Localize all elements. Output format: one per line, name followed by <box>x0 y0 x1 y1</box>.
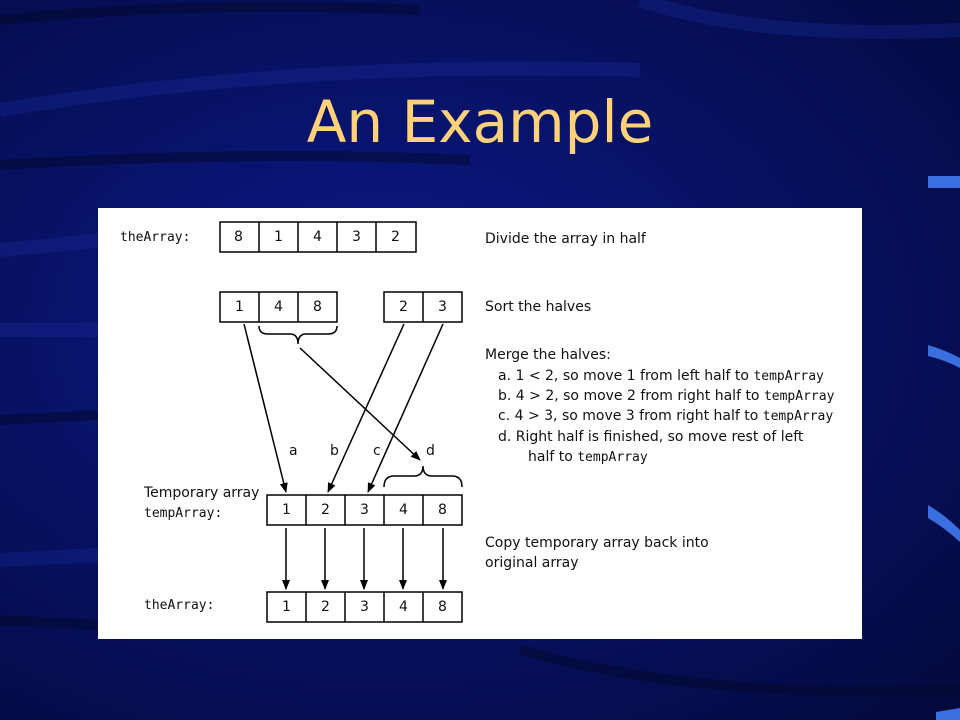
left-half-cell: 1 <box>235 299 244 315</box>
step-merge-c-text: c. 4 > 3, so move 3 from right half to <box>498 408 763 424</box>
diagram-graphics <box>219 221 463 623</box>
move-label-d: d <box>426 443 435 459</box>
left-half-cell: 4 <box>274 299 283 315</box>
step-merge-c: c. 4 > 3, so move 3 from right half to t… <box>498 408 833 424</box>
move-arrow-d <box>299 347 421 461</box>
temp-array-label: Temporary array <box>144 485 260 501</box>
step-merge-a-text: a. 1 < 2, so move 1 from left half to <box>498 368 754 384</box>
step-divide: Divide the array in half <box>485 231 646 247</box>
temp-cell: 8 <box>438 502 447 518</box>
move-arrow-b <box>327 323 405 493</box>
move-arrow-c <box>367 323 444 493</box>
left-rest-brace <box>258 325 338 345</box>
final-cell: 3 <box>360 599 369 615</box>
left-half-cell: 8 <box>313 299 322 315</box>
step-merge-b: b. 4 > 2, so move 2 from right half to t… <box>498 388 834 404</box>
move-label-c: c <box>373 443 381 459</box>
step-merge-d-line1: d. Right half is finished, so move rest … <box>498 429 804 445</box>
right-half-cell: 3 <box>438 299 447 315</box>
merge-sort-diagram: theArray: 8 1 4 3 2 1 4 8 2 3 a b c d Te… <box>98 208 862 639</box>
final-array-cells <box>266 591 463 623</box>
initial-cell: 4 <box>313 229 322 245</box>
move-label-a: a <box>289 443 298 459</box>
move-label-b: b <box>330 443 339 459</box>
step-merge-heading: Merge the halves: <box>485 347 611 363</box>
slide-title: An Example <box>306 88 654 156</box>
initial-cell: 8 <box>234 229 243 245</box>
step-copy-line1: Copy temporary array back into <box>485 535 709 551</box>
step-merge-a: a. 1 < 2, so move 1 from left half to te… <box>498 368 824 384</box>
initial-cell: 3 <box>352 229 361 245</box>
final-cell: 1 <box>282 599 291 615</box>
right-half-cells <box>383 291 463 323</box>
right-edge-accent-marks <box>928 176 960 720</box>
temp-array-cells <box>266 494 463 526</box>
final-cell: 4 <box>399 599 408 615</box>
temp-rest-brace <box>383 465 463 488</box>
final-cell: 8 <box>438 599 447 615</box>
step-merge-c-code: tempArray <box>762 409 834 424</box>
step-merge-a-code: tempArray <box>753 369 824 384</box>
step-merge-d-text: half to <box>528 449 578 465</box>
left-half-cells <box>219 291 338 323</box>
initial-cell: 1 <box>274 229 283 245</box>
temp-cell: 3 <box>360 502 369 518</box>
initial-array-label: theArray: <box>120 230 191 245</box>
step-merge-b-code: tempArray <box>763 389 835 404</box>
step-sort: Sort the halves <box>485 299 592 315</box>
step-copy-line2: original array <box>485 555 579 571</box>
temp-cell: 2 <box>321 502 330 518</box>
move-arrow-a <box>243 323 288 493</box>
temp-array-code-label: tempArray: <box>144 506 223 521</box>
step-merge-d-code: tempArray <box>577 450 648 465</box>
temp-cell: 1 <box>282 502 291 518</box>
final-cell: 2 <box>321 599 330 615</box>
step-merge-d-line2: half to tempArray <box>528 449 648 465</box>
initial-array-cells <box>219 221 417 253</box>
initial-cell: 2 <box>391 229 400 245</box>
final-array-label: theArray: <box>144 598 215 613</box>
temp-cell: 4 <box>399 502 408 518</box>
right-half-cell: 2 <box>399 299 408 315</box>
step-merge-b-text: b. 4 > 2, so move 2 from right half to <box>498 388 764 404</box>
